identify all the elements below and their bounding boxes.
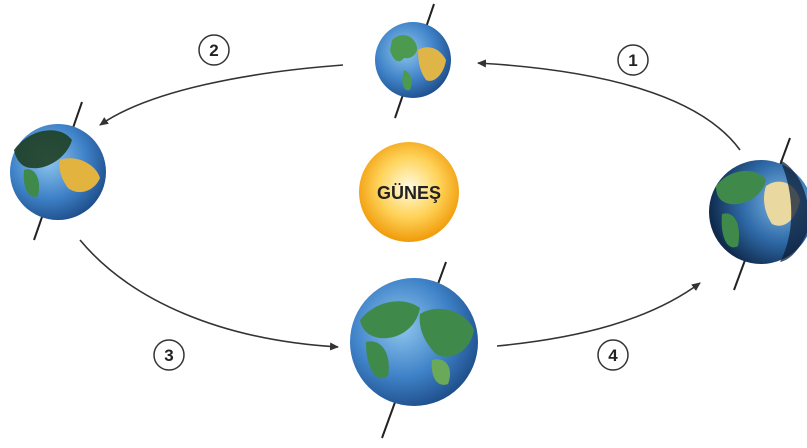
earth-top <box>375 3 451 119</box>
step-2-number: 2 <box>209 41 218 60</box>
step-4-number: 4 <box>608 346 618 365</box>
earth-right <box>709 137 807 291</box>
step-2-marker: 2 <box>198 34 230 66</box>
earth-left <box>10 101 106 241</box>
step-3-number: 3 <box>164 346 173 365</box>
orbit-arrow-3 <box>79 239 339 351</box>
orbit-arrow-4 <box>496 282 701 347</box>
sun-label: GÜNEŞ <box>377 183 441 203</box>
orbit-arrow-2 <box>99 64 344 126</box>
earth-bottom <box>350 261 478 439</box>
orbit-arrow-1 <box>477 59 741 151</box>
sun: GÜNEŞ <box>359 142 459 242</box>
step-1-marker: 1 <box>617 44 649 76</box>
step-3-marker: 3 <box>153 339 185 371</box>
step-1-number: 1 <box>628 51 637 70</box>
step-4-marker: 4 <box>597 339 629 371</box>
